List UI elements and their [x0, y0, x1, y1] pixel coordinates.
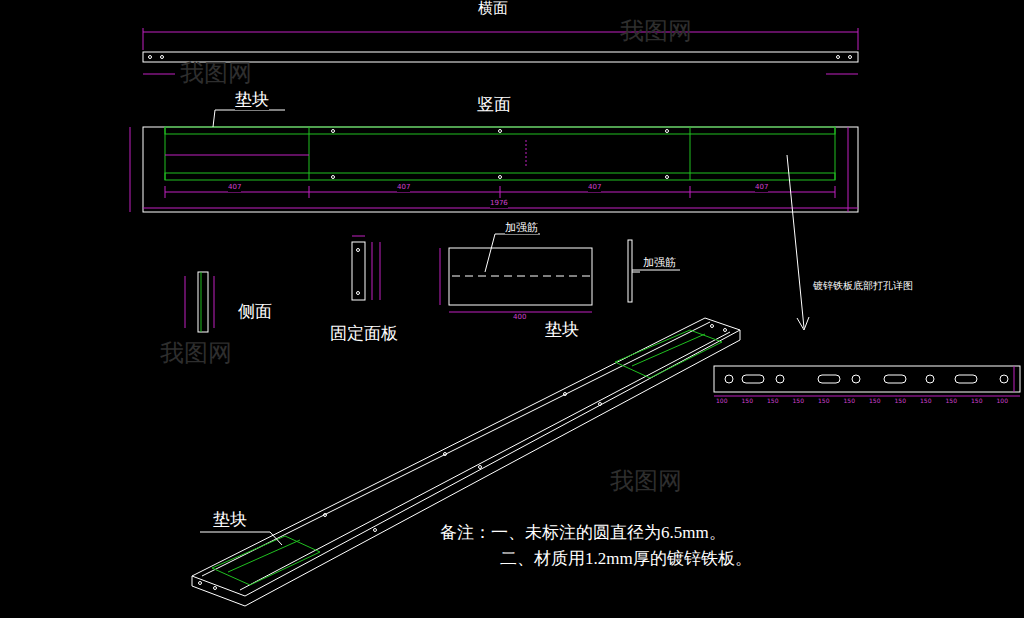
- dimension-text: 150: [946, 398, 957, 405]
- watermark: 我图网: [180, 60, 252, 86]
- dimension-text: 407: [397, 184, 410, 192]
- annotation-label: 垫块: [235, 91, 269, 110]
- dimension-text: 1976: [490, 200, 508, 208]
- annotation-label: 垫块: [545, 321, 579, 340]
- dimension-text: 100: [997, 398, 1008, 405]
- watermark: 我图网: [610, 468, 682, 494]
- watermark: 我图网: [620, 18, 692, 44]
- dimension-text: 407: [588, 184, 601, 192]
- dimension-text: 407: [228, 184, 241, 192]
- annotation-label: 备注：一、未标注的圆直径为6.5mm。: [440, 524, 726, 543]
- dimension-text: 150: [971, 398, 982, 405]
- dimension-text: 150: [742, 398, 753, 405]
- annotation-label: 侧面: [238, 303, 272, 322]
- watermark: 我图网: [160, 340, 232, 366]
- annotation-label: 加强筋: [505, 222, 538, 234]
- annotation-label: 加强筋: [643, 257, 676, 269]
- annotation-label: 竖面: [477, 96, 511, 115]
- dimension-text: 150: [920, 398, 931, 405]
- dimension-text: 150: [869, 398, 880, 405]
- annotation-label: 垫块: [213, 511, 247, 530]
- dimension-text: 150: [767, 398, 778, 405]
- dimension-text: 150: [793, 398, 804, 405]
- dimension-text: 150: [844, 398, 855, 405]
- dimension-text: 400: [513, 314, 526, 322]
- dimension-text: 100: [716, 398, 727, 405]
- annotation-label: 二、材质用1.2mm厚的镀锌铁板。: [500, 550, 752, 569]
- annotation-label: 镀锌铁板底部打孔详图: [813, 280, 913, 291]
- dimension-text: 150: [818, 398, 829, 405]
- dimension-text: 407: [755, 184, 768, 192]
- annotation-label: 固定面板: [330, 325, 398, 344]
- dimension-text: 150: [895, 398, 906, 405]
- annotation-label: 横面: [478, 0, 508, 17]
